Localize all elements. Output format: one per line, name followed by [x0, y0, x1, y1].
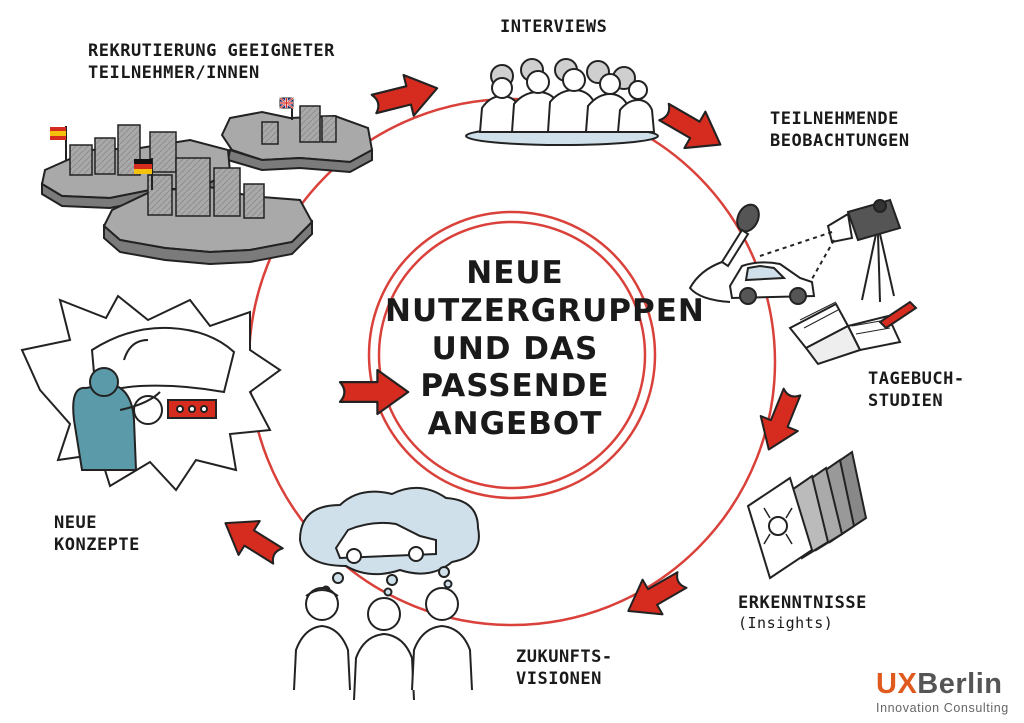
arrow-recruiting-to-interviews — [367, 66, 444, 126]
center-title-line: PASSENDE — [420, 368, 610, 405]
stage-label-observation: TEILNEHMENDE BEOBACHTUNGEN — [770, 108, 910, 152]
stage-label-line: STUDIEN — [868, 391, 944, 412]
arrow-interviews-to-observation — [652, 92, 732, 164]
center-title-line: ANGEBOT — [427, 406, 603, 443]
logo-wordmark: UXBerlin — [876, 670, 1016, 699]
car-dashboard-burst-icon — [20, 294, 282, 492]
uxberlin-logo: UXBerlin Innovation Consulting — [876, 670, 1016, 716]
arrow-diary-to-insights — [617, 561, 693, 630]
stage-label-line: BEOBACHTUNGEN — [770, 131, 910, 152]
center-title-line: NEUE — [466, 255, 564, 291]
stage-label-line: ERKENNTNISSE — [738, 593, 867, 613]
arrow-future-to-concepts — [213, 505, 290, 574]
center-title: NEUE NUTZERGRUPPEN UND DAS PASSENDE ANGE… — [385, 255, 705, 444]
group-of-people-icon — [465, 58, 659, 146]
stage-label-line: VISIONEN — [516, 669, 602, 690]
stage-label-line: NEUE — [54, 513, 97, 533]
thought-bubble-icon — [298, 487, 480, 597]
center-ring-outer — [367, 210, 657, 500]
people-icon — [293, 587, 473, 701]
arrow-observation-to-diary — [749, 383, 812, 458]
city-map-icon — [40, 97, 374, 266]
center-ring-inner — [377, 220, 647, 490]
center-title-line: NUTZERGRUPPEN — [385, 292, 705, 329]
stage-label-line: REKRUTIERUNG GEEIGNETER — [88, 41, 335, 61]
logo-ux: UX — [876, 668, 918, 700]
stage-label-future: ZUKUNFTS- VISIONEN — [516, 646, 613, 690]
documents-stack-icon — [746, 450, 868, 580]
stage-label-interviews: INTERVIEWS — [500, 16, 607, 38]
stage-label-note: (Insights) — [738, 614, 834, 633]
stage-label-line: KONZEPTE — [54, 535, 140, 556]
stage-label-line: ZUKUNFTS- — [516, 647, 613, 667]
stage-label-line: TAGEBUCH- — [868, 369, 965, 389]
open-diary-icon — [788, 300, 918, 366]
stage-label-diary: TAGEBUCH- STUDIEN — [868, 368, 965, 412]
stage-label-concepts: NEUE KONZEPTE — [54, 512, 140, 556]
stage-label-line: INTERVIEWS — [500, 17, 608, 37]
logo-tagline: Innovation Consulting — [876, 701, 1009, 715]
stage-label-line: TEILNEHMER/INNEN — [88, 63, 260, 84]
logo-berlin: Berlin — [917, 668, 1003, 700]
stage-label-line: TEILNEHMENDE — [770, 109, 899, 129]
center-title-line: UND DAS — [431, 330, 599, 367]
observation-icon — [688, 198, 902, 305]
stage-label-insights: ERKENNTNISSE (Insights) — [738, 592, 867, 634]
stage-label-recruiting: REKRUTIERUNG GEEIGNETER TEILNEHMER/INNEN — [88, 40, 335, 84]
